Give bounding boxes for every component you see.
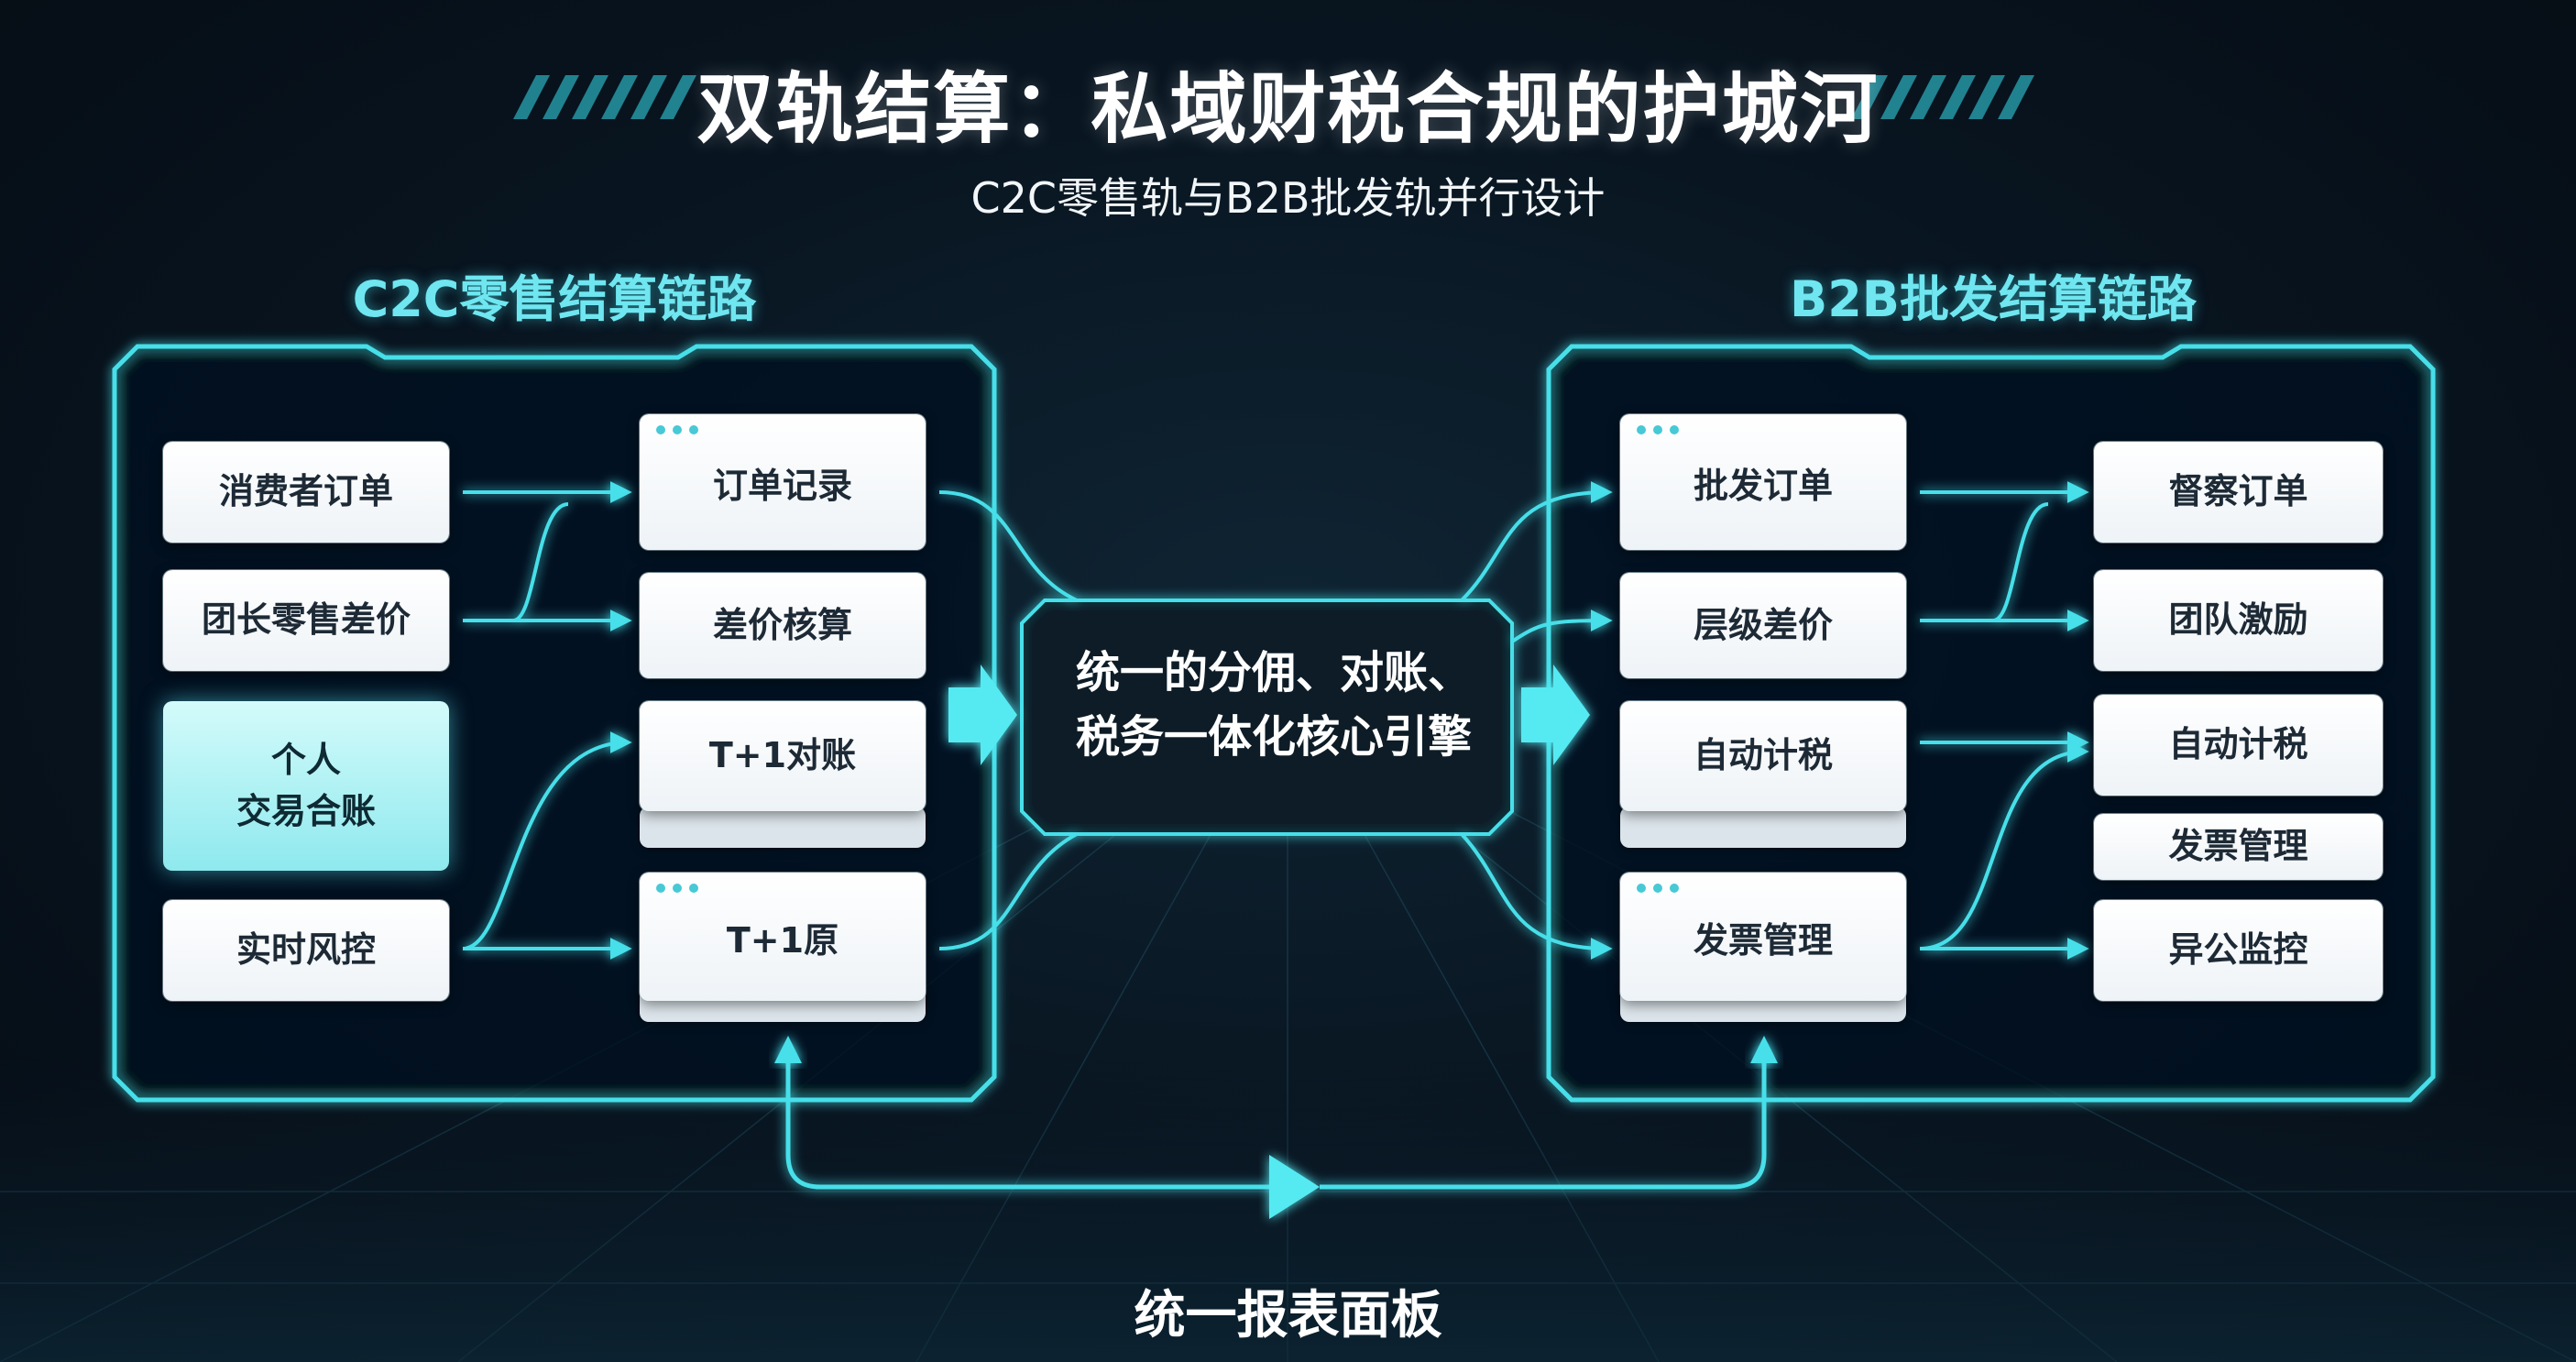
core-to-b2b-arrow <box>1521 665 1590 765</box>
b2b-arrows <box>1919 481 2089 960</box>
b2b-card-stack-shadow <box>1620 807 1906 848</box>
b2b-output-anomaly-monitor: 异公监控 <box>2094 900 2383 1001</box>
c2c-arrows <box>462 481 632 960</box>
c2c-input-risk-control: 实时风控 <box>163 900 449 1001</box>
b2b-step-tier-margin: 层级差价 <box>1620 573 1906 678</box>
loop-up-arrow-right <box>1750 1036 1778 1063</box>
title-stripes-right <box>1851 75 2034 119</box>
b2b-output-team-incentive: 团队激励 <box>2094 570 2383 671</box>
b2b-step-label: 批发订单 <box>1693 466 1833 507</box>
dashboard-loop <box>785 1049 1767 1190</box>
c2c-step-order-record: 订单记录 <box>640 414 926 550</box>
c2c-step-t1-original: T+1原 <box>640 873 926 1001</box>
b2b-step-label: 发票管理 <box>1693 920 1833 961</box>
c2c-section-title: C2C零售结算链路 <box>352 270 757 328</box>
b2b-step-invoice-mgmt: 发票管理 <box>1620 873 1906 1001</box>
b2b-output-auto-tax: 自动计税 <box>2094 695 2383 796</box>
core-to-b2b-lines <box>1460 481 1613 960</box>
c2c-step-t1-reconcile: T+1对账 <box>640 701 926 811</box>
c2c-step-label: T+1原 <box>726 920 839 961</box>
core-engine-frame <box>1020 599 1514 836</box>
page-subtitle: C2C零售轨与B2B批发轨并行设计 <box>970 173 1606 223</box>
c2c-to-core-lines <box>938 490 1078 950</box>
b2b-step-wholesale-order: 批发订单 <box>1620 414 1906 550</box>
loop-up-arrow-left <box>774 1036 802 1063</box>
window-dots-icon <box>1637 884 1679 893</box>
unified-dashboard-label: 统一报表面板 <box>1134 1286 1442 1346</box>
title-stripes-left <box>513 75 696 119</box>
b2b-section-title: B2B批发结算链路 <box>1790 270 2197 328</box>
c2c-card-stack-shadow <box>640 807 926 848</box>
b2b-output-inspect-order: 督察订单 <box>2094 442 2383 543</box>
b2b-step-auto-tax: 自动计税 <box>1620 701 1906 811</box>
loop-center-arrow <box>1269 1155 1320 1219</box>
b2b-output-invoice-mgmt: 发票管理 <box>2094 814 2383 880</box>
page-title: 双轨结算：私域财税合规的护城河 <box>696 64 1880 154</box>
c2c-input-personal-ledger: 个人 交易合账 <box>163 701 449 871</box>
core-engine-label: 统一的分佣、对账、 税务一体化核心引擎 <box>1075 647 1472 763</box>
c2c-input-leader-margin: 团长零售差价 <box>163 570 449 671</box>
c2c-step-label: 订单记录 <box>712 466 852 507</box>
window-dots-icon <box>656 884 698 893</box>
c2c-to-core-arrow <box>948 665 1017 765</box>
window-dots-icon <box>656 425 698 434</box>
window-dots-icon <box>1637 425 1679 434</box>
c2c-input-consumer-order: 消费者订单 <box>163 442 449 543</box>
c2c-step-margin-calc: 差价核算 <box>640 573 926 678</box>
